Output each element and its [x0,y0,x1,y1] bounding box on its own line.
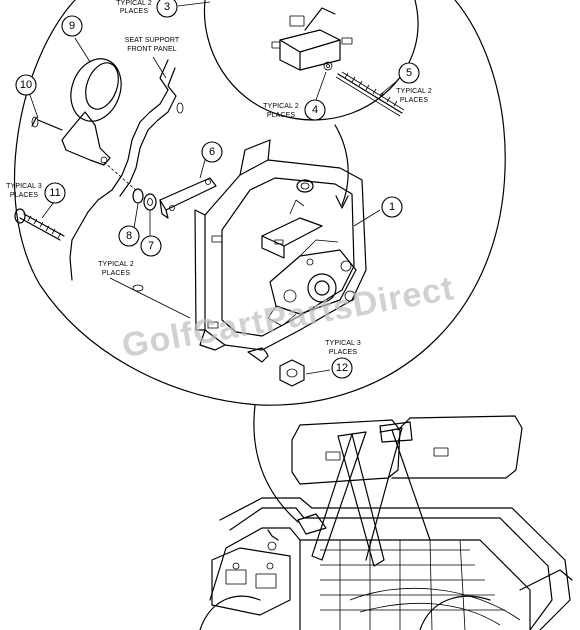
svg-text:3: 3 [164,1,170,13]
callout-1: 1 [381,196,403,218]
bracket-6 [159,177,217,219]
callout-12: 12 [331,357,353,379]
golf-cart-view [199,415,573,630]
panel-hole-bottom [132,284,144,292]
note-seat-support-front-panel: SEAT SUPPORT FRONT PANEL [125,37,180,53]
leader-11 [41,201,55,219]
callout-3: 3 [156,0,178,18]
svg-text:11: 11 [49,187,60,199]
note-typical-2-places-top: TYPICAL 2 PLACES [116,0,152,15]
mirror-assembly [31,58,122,166]
leader-4 [315,71,327,101]
note-typical-3-places-12: TYPICAL 3 PLACES [325,340,361,356]
svg-text:FRONT PANEL: FRONT PANEL [127,46,176,53]
svg-text:9: 9 [69,20,75,32]
leader-9 [74,37,91,63]
svg-text:1: 1 [389,201,395,213]
svg-text:TYPICAL 2: TYPICAL 2 [263,103,299,110]
washer-7 [143,193,157,211]
leader-5 [379,79,399,96]
callout-8: 8 [118,225,140,247]
mount-line [109,277,191,319]
leader-1 [353,209,381,227]
leader-3 [177,1,211,7]
callout-11: 11 [44,182,66,204]
housing-1 [194,139,367,363]
front-panel-edge [69,59,169,281]
note-typical-2-places-7-8: TYPICAL 2 PLACES [98,261,134,277]
svg-text:7: 7 [148,240,154,252]
svg-text:PLACES: PLACES [10,192,38,199]
watermark: GolfCartPartsDirect [119,269,457,365]
callout-5: 5 [398,62,420,84]
screw-5 [335,71,405,117]
callout-4: 4 [304,99,326,121]
svg-text:TYPICAL 3: TYPICAL 3 [325,340,361,347]
leader-to-cart [253,404,299,523]
note-typical-3-places-11: TYPICAL 3 PLACES [6,183,42,199]
svg-text:6: 6 [209,146,215,158]
note-typical-2-places-4: TYPICAL 2 PLACES [263,103,299,119]
svg-text:PLACES: PLACES [400,97,428,104]
callout-9: 9 [61,15,83,37]
leader-6 [199,159,206,179]
svg-text:8: 8 [126,230,132,242]
leader-8 [133,203,139,229]
washer-8 [132,188,144,204]
inset-arrow-head [335,195,349,209]
leader-seat-support [152,56,167,79]
front-panel-edge-2 [119,67,177,197]
svg-text:TYPICAL 2: TYPICAL 2 [98,261,134,268]
svg-text:TYPICAL 2: TYPICAL 2 [396,88,432,95]
leader-10 [29,94,39,119]
svg-text:4: 4 [312,104,318,116]
svg-text:5: 5 [406,67,412,79]
svg-text:10: 10 [20,79,32,91]
leader-12 [305,369,331,375]
svg-text:TYPICAL 3: TYPICAL 3 [6,183,42,190]
micro-switch-assembly [271,7,353,71]
bolt-11 [14,208,65,241]
inset-arrow [334,124,349,206]
callout-7: 7 [140,235,162,257]
svg-text:TYPICAL 2: TYPICAL 2 [116,0,152,7]
callout-6: 6 [201,141,223,163]
note-typical-2-places-5: TYPICAL 2 PLACES [396,88,432,104]
detail-frame-circle [14,0,506,406]
mirror-centerline [103,161,139,193]
callout-10: 10 [15,74,37,96]
inset-circle [203,0,419,121]
nut-12 [279,359,305,387]
svg-text:PLACES: PLACES [267,112,295,119]
panel-hole-top [176,102,184,114]
svg-text:SEAT SUPPORT: SEAT SUPPORT [125,37,180,44]
svg-text:PLACES: PLACES [329,349,357,356]
svg-text:12: 12 [336,362,348,374]
svg-text:PLACES: PLACES [120,8,148,15]
svg-text:PLACES: PLACES [102,270,130,277]
